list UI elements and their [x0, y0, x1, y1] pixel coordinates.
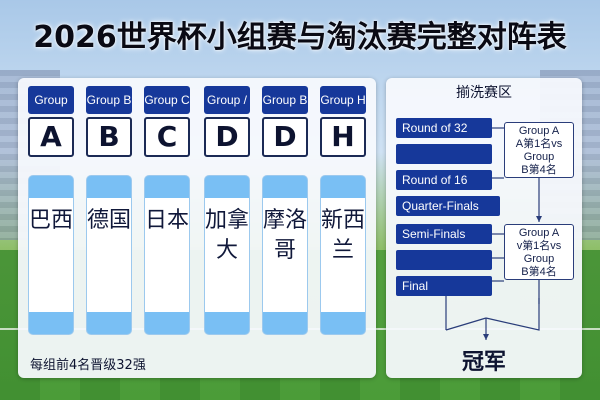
group-tag: Group / — [204, 86, 250, 114]
country-card: 加拿大 — [204, 175, 250, 335]
group-tag: Group B — [262, 86, 308, 114]
group-column: Group B B 德国 — [86, 86, 132, 335]
country-name: 摩洛哥 — [263, 208, 308, 263]
country-name: 日本 — [145, 208, 190, 233]
country-card: 德国 — [86, 175, 132, 335]
champion-label: 冠军 — [461, 350, 506, 375]
round-label: Final — [396, 276, 492, 296]
match-line: B第4名 — [521, 266, 557, 278]
group-column: Group C C 日本 — [144, 86, 190, 335]
country-name: 加拿大 — [205, 208, 250, 263]
bracket-title: 揃洗赛区 — [456, 85, 512, 101]
country-name: 德国 — [87, 208, 132, 233]
match-box-bottom: Group A v第1名vs Group B第4名 — [504, 224, 574, 280]
round-label — [396, 144, 492, 164]
knockout-panel: 揃洗赛区 Round of 32 Round of 16 Quarter-Fin… — [386, 78, 582, 378]
country-card: 摩洛哥 — [262, 175, 308, 335]
group-column: Group H H 新西兰 — [320, 86, 366, 335]
country-name: 巴西 — [29, 208, 74, 233]
group-tag: Group H — [320, 86, 366, 114]
match-line: B第4名 — [521, 164, 557, 176]
bracket-connectors — [445, 127, 542, 340]
match-line: Group A — [518, 125, 560, 137]
group-column: Group B D 摩洛哥 — [262, 86, 308, 335]
country-card: 新西兰 — [320, 175, 366, 335]
round-label: Quarter-Finals — [396, 196, 500, 216]
page-title: 2026世界杯小组赛与淘汰赛完整对阵表 — [33, 20, 567, 55]
group-letter: D — [262, 117, 308, 157]
group-tag: Group B — [86, 86, 132, 114]
match-line: v第1名vs — [516, 240, 562, 252]
match-line: Group — [523, 151, 555, 163]
group-letter: B — [86, 117, 132, 157]
round-label — [396, 250, 492, 270]
country-name: 新西兰 — [321, 208, 366, 263]
group-stage-panel: Group A 巴西 Group B B 德国 Group C C 日本 Gro… — [18, 78, 376, 378]
match-box-top: Group A A第1名vs Group B第4名 — [504, 122, 574, 178]
round-label: Round of 32 — [396, 118, 492, 138]
country-card: 日本 — [144, 175, 190, 335]
group-tag: Group — [28, 86, 74, 114]
match-line: A第1名vs — [515, 138, 563, 150]
group-letter: H — [320, 117, 366, 157]
match-line: Group — [523, 253, 555, 265]
group-tag: Group C — [144, 86, 190, 114]
group-letter: D — [204, 117, 250, 157]
qualification-note: 每组前4名晋级32强 — [30, 358, 146, 373]
group-column: Group / D 加拿大 — [204, 86, 250, 335]
match-line: Group A — [518, 227, 560, 239]
country-card: 巴西 — [28, 175, 74, 335]
group-letter: C — [144, 117, 190, 157]
round-label: Semi-Finals — [396, 224, 492, 244]
group-column: Group A 巴西 — [28, 86, 74, 335]
round-label: Round of 16 — [396, 170, 492, 190]
group-letter: A — [28, 117, 74, 157]
